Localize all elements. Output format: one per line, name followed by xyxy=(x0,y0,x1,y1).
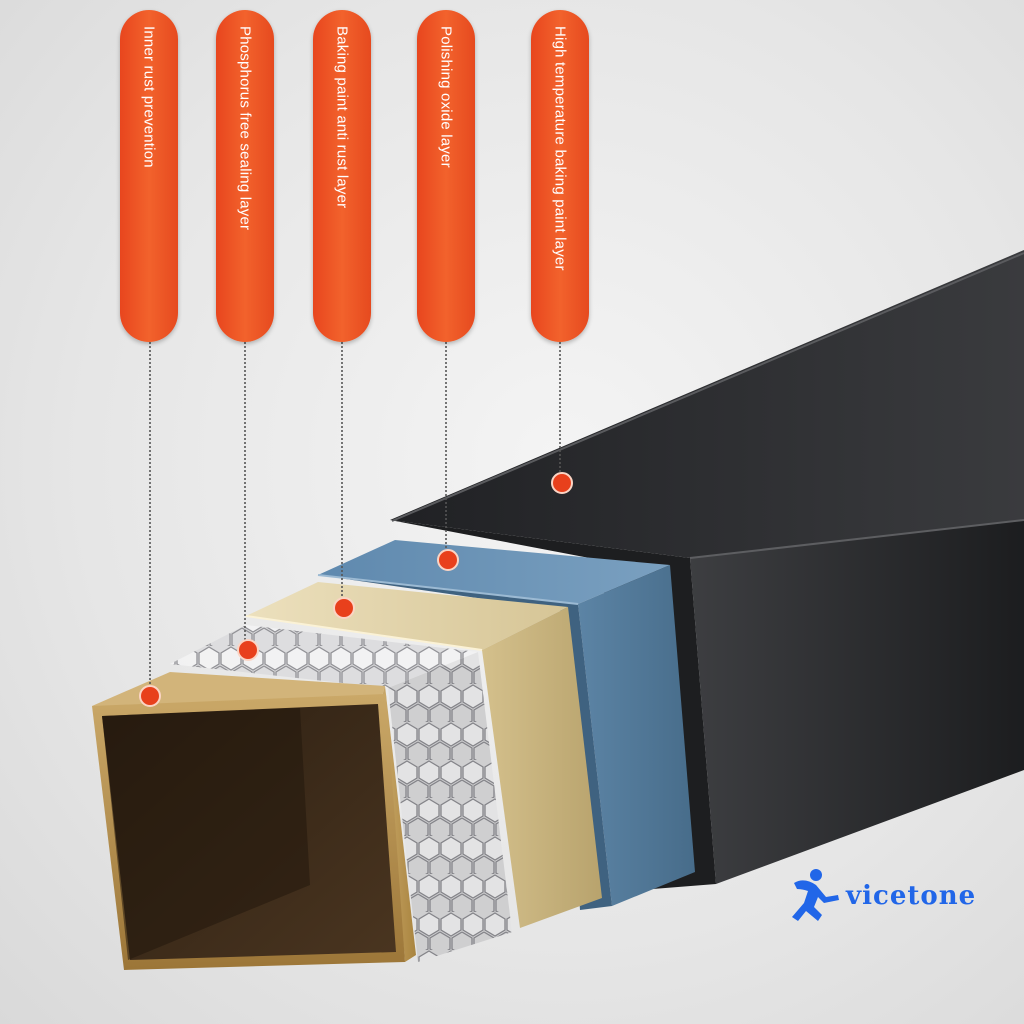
marker-dot-5 xyxy=(551,472,573,494)
gold-paint-layer xyxy=(245,582,602,928)
marker-dot-2 xyxy=(237,639,259,661)
marker-dot-3 xyxy=(333,597,355,619)
label-text: Inner rust prevention xyxy=(140,26,158,168)
label-pill-baking-paint-anti-rust: Baking paint anti rust layer xyxy=(313,10,371,342)
brand-name: vicetone xyxy=(846,881,977,911)
label-text: High temperature baking paint layer xyxy=(551,26,569,271)
marker-dot-4 xyxy=(437,549,459,571)
label-pill-high-temp-baking-paint: High temperature baking paint layer xyxy=(531,10,589,342)
leader-lines xyxy=(149,342,561,695)
label-pill-polishing-oxide: Polishing oxide layer xyxy=(417,10,475,342)
label-pill-inner-rust-prevention: Inner rust prevention xyxy=(120,10,178,342)
layer-markers xyxy=(139,472,573,707)
running-person-icon xyxy=(792,869,839,921)
honeycomb-sealing-layer xyxy=(170,625,512,962)
label-text: Polishing oxide layer xyxy=(437,26,455,168)
label-text: Phosphorus free sealing layer xyxy=(236,26,254,231)
label-text: Baking paint anti rust layer xyxy=(333,26,351,209)
inner-rust-tube xyxy=(92,672,416,970)
label-pill-phosphorus-free-sealing: Phosphorus free sealing layer xyxy=(216,10,274,342)
brand-watermark: vicetone xyxy=(786,866,976,926)
marker-dot-1 xyxy=(139,685,161,707)
